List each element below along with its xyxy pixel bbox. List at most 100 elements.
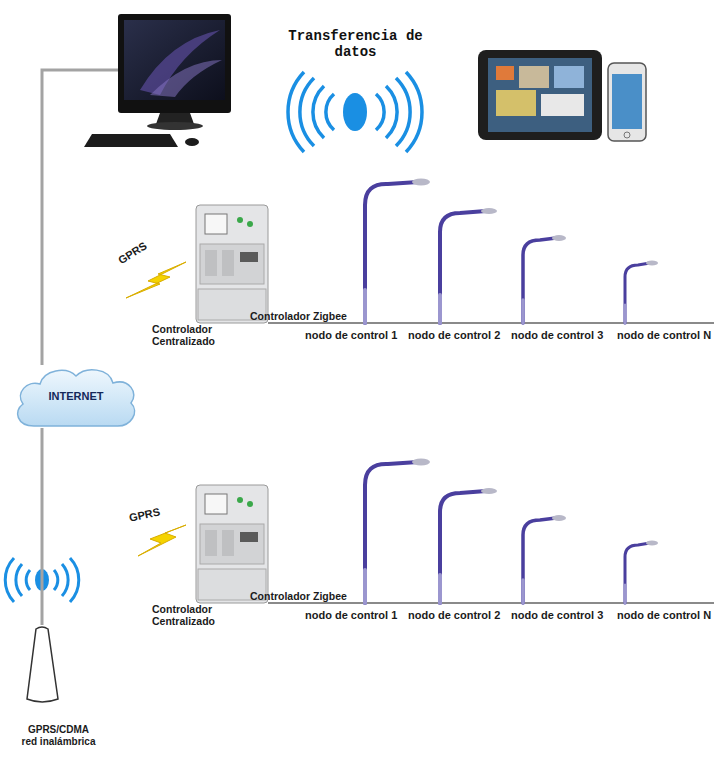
- gprs-label: GPRS: [116, 235, 157, 267]
- controller-breaker: [205, 250, 217, 276]
- control-node: nodo de control 2: [408, 180, 505, 345]
- controller-led: [237, 217, 243, 223]
- wireless-wave: [54, 570, 58, 590]
- node-text: Controlador Centralizado: [152, 603, 234, 627]
- node-text: INTERNET: [12, 365, 140, 428]
- controller-switch: [240, 252, 258, 262]
- controller-breaker: [222, 250, 234, 276]
- wireless-wave: [406, 72, 422, 152]
- gprs-bolt: [138, 525, 186, 556]
- wireless-wave: [26, 570, 30, 590]
- central-controller: Controlador Centralizado: [150, 485, 270, 627]
- lamp-head: [646, 261, 658, 266]
- monitor-base: [147, 122, 203, 130]
- app-icon: [519, 66, 549, 88]
- lamp-pole: [365, 182, 418, 323]
- node-text: nodo de control 2: [408, 329, 500, 342]
- zigbee-link: [608, 602, 617, 604]
- computer: [84, 14, 231, 147]
- controller-case: [196, 205, 268, 323]
- central-controller: Controlador Centralizado: [150, 205, 270, 347]
- tablet: [478, 50, 602, 140]
- wireless-wave: [5, 558, 14, 602]
- lamp-pole-base: [521, 300, 525, 323]
- wireless-wave: [16, 564, 22, 596]
- phone: [608, 63, 646, 141]
- control-node: nodo de control 3: [511, 180, 608, 345]
- node-text: GPRS/CDMA red inalámbrica: [20, 724, 97, 747]
- tablet-body: [478, 50, 602, 140]
- mouse: [185, 138, 199, 146]
- lamp-pole-base: [438, 295, 442, 323]
- controller-led: [247, 221, 253, 227]
- app-icon: [541, 94, 584, 116]
- zigbee-bus: [268, 322, 714, 324]
- wireless-core: [35, 569, 49, 591]
- phone-screen: [612, 74, 642, 129]
- wireless-wave: [300, 78, 314, 146]
- app-icon: [496, 66, 514, 80]
- lighting-group: [196, 179, 714, 324]
- wireless-wave: [62, 564, 68, 596]
- control-node: nodo de control 3: [511, 460, 608, 625]
- lamp-head: [412, 179, 430, 186]
- wireless-wave: [386, 86, 397, 138]
- node-text: Controlador Centralizado: [152, 323, 234, 347]
- zigbee-link: [402, 322, 408, 324]
- zigbee-link: [402, 602, 408, 604]
- app-icon: [554, 66, 584, 88]
- lamp-head: [481, 208, 497, 214]
- wireless-wave: [376, 94, 384, 130]
- gprs-label: GPRS: [128, 504, 170, 525]
- monitor-frame: [118, 14, 231, 113]
- tablet-screen: [488, 58, 592, 132]
- wireless-wave: [313, 86, 324, 138]
- control-node: nodo de control N: [617, 180, 717, 345]
- app-icon: [496, 90, 536, 116]
- node-text: nodo de control 3: [511, 609, 603, 622]
- lamp-pole-base: [624, 305, 627, 323]
- controller-display: [205, 214, 227, 234]
- lamp-pole: [523, 238, 556, 323]
- phone-body: [608, 63, 646, 141]
- zigbee-link: [505, 602, 511, 604]
- gprs-bolt: [126, 262, 186, 298]
- control-node: nodo de control 2: [408, 460, 505, 625]
- lamp-pole: [440, 211, 486, 323]
- node-text: nodo de control 1: [305, 329, 397, 342]
- tower-cone: [27, 627, 58, 702]
- node-text: nodo de control 3: [511, 329, 603, 342]
- phone-button: [624, 132, 630, 138]
- edge-label: Controlador Zigbee: [250, 590, 347, 602]
- wireless-core: [343, 93, 367, 131]
- zigbee-link: [270, 602, 305, 604]
- wireless-wave: [326, 94, 334, 130]
- controller-panel: [200, 244, 264, 284]
- screen-swirl: [150, 60, 222, 97]
- lamp-head: [552, 235, 566, 241]
- edge-label: Controlador Zigbee: [250, 310, 347, 322]
- street-lamps: [365, 179, 658, 324]
- lighting-group: [196, 459, 714, 604]
- wireless-symbol: [288, 72, 422, 152]
- zigbee-link: [608, 322, 617, 324]
- node-text: nodo de control N: [617, 609, 711, 622]
- zigbee-link: [270, 322, 305, 324]
- node-text: nodo de control N: [617, 329, 711, 342]
- base-station: GPRS/CDMA red inalámbrica: [0, 625, 115, 747]
- lamp-pole-base: [363, 290, 367, 323]
- lamp-pole: [625, 263, 650, 323]
- node-text: nodo de control 2: [408, 609, 500, 622]
- control-node: nodo de control N: [617, 460, 717, 625]
- network-link: [41, 428, 44, 625]
- wireless-wave: [396, 78, 410, 146]
- node-text: nodo de control 1: [305, 609, 397, 622]
- internet-cloud: INTERNET: [12, 365, 140, 428]
- tower-shape: [0, 625, 115, 705]
- wireless-wave: [70, 558, 79, 602]
- controller-device: [196, 205, 268, 323]
- wireless-wave: [288, 72, 304, 152]
- keyboard: [84, 134, 178, 147]
